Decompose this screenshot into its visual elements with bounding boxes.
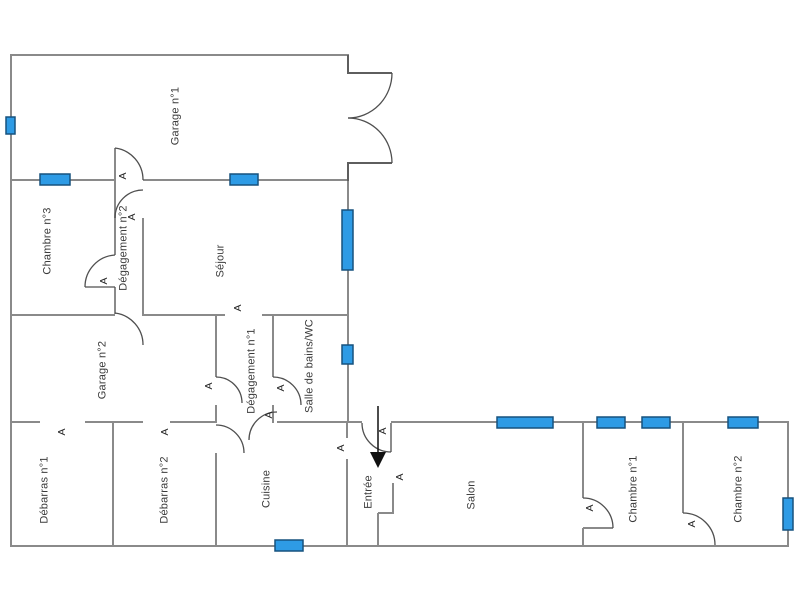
room-label-garage-2: Garage n°2 bbox=[96, 340, 109, 400]
door-marker: A bbox=[202, 382, 215, 390]
room-label-cuisine: Cuisine bbox=[260, 469, 273, 509]
door-marker: A bbox=[97, 277, 110, 285]
room-label-degagement-1: Dégagement n°1 bbox=[245, 328, 258, 414]
door-marker: A bbox=[55, 428, 68, 436]
room-label-chambre-2: Chambre n°2 bbox=[732, 455, 745, 523]
door-marker: A bbox=[262, 411, 275, 419]
windows bbox=[5, 116, 794, 552]
door-marker: A bbox=[125, 213, 138, 221]
room-label-entree: Entrée bbox=[362, 475, 375, 509]
room-label-salon: Salon bbox=[465, 480, 478, 510]
door-arcs bbox=[84, 147, 716, 546]
entrance-arrow bbox=[370, 406, 386, 468]
door-marker: A bbox=[274, 384, 287, 392]
door-marker: A bbox=[583, 504, 596, 512]
room-label-chambre-1: Chambre n°1 bbox=[627, 455, 640, 523]
door-marker: A bbox=[376, 427, 389, 435]
door-marker: A bbox=[393, 473, 406, 481]
room-label-garage-1: Garage n°1 bbox=[169, 86, 182, 146]
door-marker: A bbox=[334, 444, 347, 452]
garage-door-leaf-arcs bbox=[347, 72, 393, 164]
garage-door-opening bbox=[347, 55, 392, 181]
door-marker: A bbox=[231, 304, 244, 312]
door-marker: A bbox=[158, 428, 171, 436]
room-label-salle-de-bains: Salle de bains/WC bbox=[303, 319, 316, 413]
room-label-chambre-3: Chambre n°3 bbox=[41, 207, 54, 275]
walls bbox=[10, 54, 789, 547]
door-marker: A bbox=[685, 520, 698, 528]
door-marker: A bbox=[116, 172, 129, 180]
room-label-debarras-1: Débarras n°1 bbox=[38, 456, 51, 524]
room-label-debarras-2: Débarras n°2 bbox=[158, 456, 171, 524]
room-label-sejour: Séjour bbox=[214, 244, 227, 278]
